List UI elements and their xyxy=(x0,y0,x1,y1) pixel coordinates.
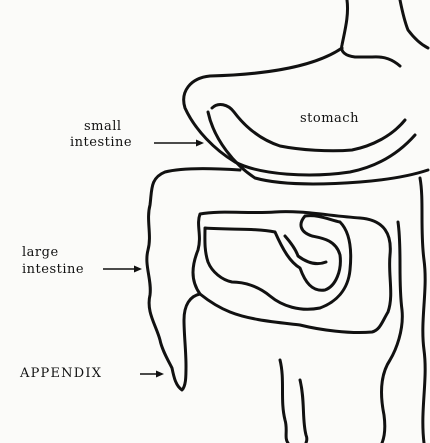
esophagus-right-wall xyxy=(400,0,428,48)
small-intestine-label-line2: intestine xyxy=(70,135,132,150)
small-intestine-coil xyxy=(205,216,351,310)
large-intestine-label-line1: large xyxy=(22,245,59,260)
colon-right-wall xyxy=(420,178,425,443)
rectum-left-wall xyxy=(280,360,288,443)
rectum-right-wall xyxy=(300,380,307,443)
stomach-label: stomach xyxy=(300,111,359,126)
large-intestine-label-line2: intestine xyxy=(22,262,84,277)
large-intestine-pointer-head xyxy=(134,266,142,273)
appendix-label: APPENDIX xyxy=(20,366,102,381)
colon-inner-wall xyxy=(382,222,403,443)
esophagus-left-wall xyxy=(342,0,400,66)
small-intestine-pointer-head xyxy=(196,140,204,147)
small-intestine-label-line1: small xyxy=(84,119,122,134)
appendix-pointer-head xyxy=(156,371,164,378)
